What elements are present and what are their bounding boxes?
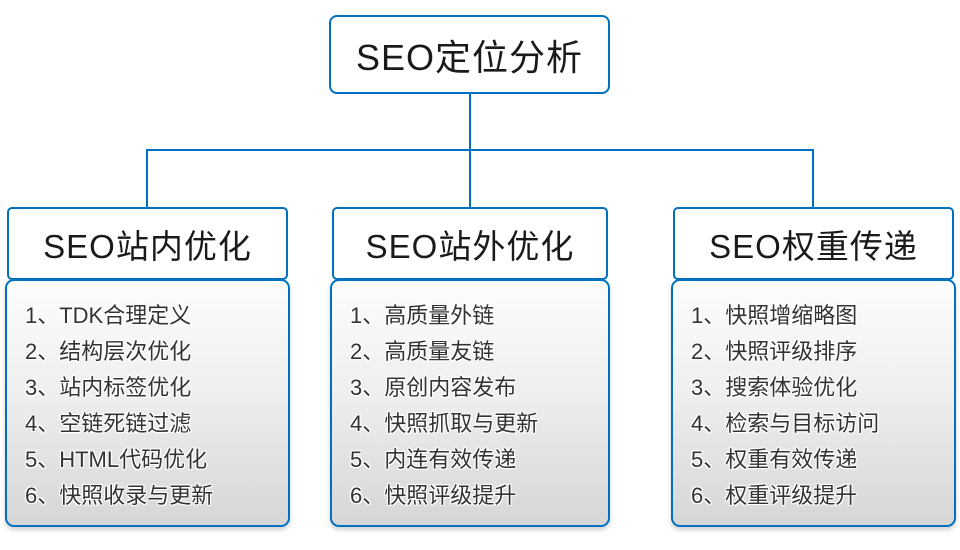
list-item: 6、权重评级提升 <box>691 483 858 508</box>
branch-onsite-title: SEO站内优化 <box>43 227 252 265</box>
branch-offsite-items: 1、高质量外链 2、高质量友链 3、原创内容发布 4、快照抓取与更新 5、内连有… <box>350 298 598 514</box>
branch-onsite-items: 1、TDK合理定义 2、结构层次优化 3、站内标签优化 4、空链死链过滤 5、H… <box>25 298 278 514</box>
branch-weight: SEO权重传递 1、快照增缩略图 2、快照评级排序 3、搜索体验优化 4、检索与… <box>671 207 956 527</box>
list-item: 3、站内标签优化 <box>25 375 192 400</box>
list-item: 6、快照收录与更新 <box>25 483 214 508</box>
connector-drop-right <box>812 150 814 207</box>
list-item: 1、TDK合理定义 <box>25 303 192 328</box>
connector-drop-left <box>146 150 148 207</box>
branch-weight-items: 1、快照增缩略图 2、快照评级排序 3、搜索体验优化 4、检索与目标访问 5、权… <box>691 298 944 514</box>
list-item: 2、高质量友链 <box>350 339 495 364</box>
list-item: 4、快照抓取与更新 <box>350 411 539 436</box>
root-node-box: SEO定位分析 <box>329 15 610 94</box>
branch-offsite-header: SEO站外优化 <box>332 207 608 280</box>
list-item: 6、快照评级提升 <box>350 483 517 508</box>
list-item: 1、高质量外链 <box>350 303 495 328</box>
list-item: 5、HTML代码优化 <box>25 447 208 472</box>
branch-offsite-title: SEO站外优化 <box>365 227 575 265</box>
branch-onsite-header: SEO站内优化 <box>7 207 288 280</box>
branch-onsite-list: 1、TDK合理定义 2、结构层次优化 3、站内标签优化 4、空链死链过滤 5、H… <box>5 279 290 527</box>
branch-weight-title: SEO权重传递 <box>709 227 918 265</box>
branch-offsite-list: 1、高质量外链 2、高质量友链 3、原创内容发布 4、快照抓取与更新 5、内连有… <box>330 279 610 527</box>
root-node-title: SEO定位分析 <box>355 36 584 78</box>
list-item: 4、检索与目标访问 <box>691 411 880 436</box>
connector-horizontal <box>146 149 814 151</box>
connector-root-stem <box>469 94 471 150</box>
list-item: 3、搜索体验优化 <box>691 375 858 400</box>
list-item: 1、快照增缩略图 <box>691 303 858 328</box>
list-item: 5、权重有效传递 <box>691 447 858 472</box>
branch-weight-header: SEO权重传递 <box>673 207 954 280</box>
list-item: 4、空链死链过滤 <box>25 411 192 436</box>
list-item: 5、内连有效传递 <box>350 447 517 472</box>
list-item: 2、快照评级排序 <box>691 339 858 364</box>
branch-onsite: SEO站内优化 1、TDK合理定义 2、结构层次优化 3、站内标签优化 4、空链… <box>5 207 290 527</box>
list-item: 2、结构层次优化 <box>25 339 192 364</box>
branch-offsite: SEO站外优化 1、高质量外链 2、高质量友链 3、原创内容发布 4、快照抓取与… <box>330 207 610 527</box>
list-item: 3、原创内容发布 <box>350 375 517 400</box>
branch-weight-list: 1、快照增缩略图 2、快照评级排序 3、搜索体验优化 4、检索与目标访问 5、权… <box>671 279 956 527</box>
connector-drop-center <box>469 150 471 207</box>
